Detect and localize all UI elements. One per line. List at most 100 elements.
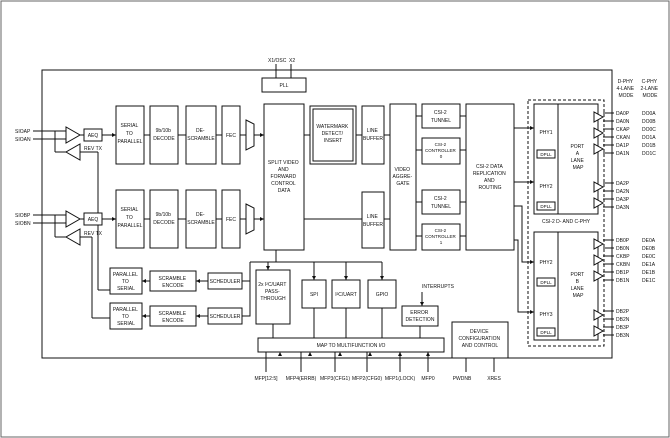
line-buffer-top-block	[361, 105, 385, 165]
phy2-bottom-arrow	[530, 260, 534, 264]
phy2-bottom-dpll-label: DPLL	[540, 280, 552, 285]
spi-label: SPI	[310, 292, 318, 298]
dphy-pin-label: DA0N	[616, 119, 630, 125]
siobp-pin-label: SIOBP	[15, 213, 31, 219]
dphy-pin-label: CKBN	[616, 262, 630, 268]
spi-arrow	[312, 276, 316, 280]
i2c-uart-arrow	[344, 276, 348, 280]
dphy-pin-label: CKAP	[616, 127, 630, 133]
csi-replication-block	[465, 103, 515, 251]
mfp-pin-label: MFP2(CFG0)	[352, 376, 382, 382]
lane-a-decode-block	[149, 105, 179, 165]
output-buffer	[593, 238, 605, 250]
output-buffer	[593, 254, 605, 266]
i2c-uart-block	[331, 279, 361, 309]
i2c-uart-label: I²C/UART	[335, 292, 357, 298]
lane-a-descramble-label: DE- SCRAMBLE	[187, 128, 215, 142]
cphy-pin-label: DO0A	[642, 111, 656, 117]
dphy-pin-label: DA0P	[616, 111, 630, 117]
mfp-pin-label: MFP[12:5]	[254, 376, 278, 382]
lane-b-rev-tx-label: REV TX	[84, 231, 103, 237]
dphy-pin-label: DB1P	[616, 270, 630, 276]
dphy-pin-label: DA1N	[616, 151, 630, 157]
output-buffer	[593, 270, 605, 282]
dphy-pin-label: DA3N	[616, 205, 630, 211]
mfp-pin-arrow	[308, 352, 312, 356]
lane-a-decode-label: 9b/10b DECODE	[153, 128, 175, 142]
phy-top-group-box	[533, 103, 599, 215]
lane-b-split-arrow	[260, 217, 264, 221]
dphy-pin-label: DB3P	[616, 325, 630, 331]
interrupts-arrow	[420, 302, 424, 306]
phy1-label: PHY1	[539, 130, 552, 136]
passthrough-label: 2x I²C/UART PASS- THROUGH	[258, 282, 288, 302]
video-aggregate-block	[389, 103, 417, 251]
gpio-arrow	[380, 276, 384, 280]
phy2-top-dpll-block	[536, 201, 556, 211]
parallel-to-serial-2-label: PARALLEL TO SERIAL	[113, 307, 139, 327]
error-detection-label: ERROR DETECTION	[406, 310, 435, 323]
cphy-pin-label: DO1C	[642, 151, 656, 157]
split-video-label: SPLIT VIDEO AND FORWARD CONTROL DATA	[268, 160, 300, 194]
mfp-pin-arrow	[368, 352, 372, 356]
mfp-pin-arrow	[278, 352, 282, 356]
routing-to-phy2-bottom	[514, 205, 534, 263]
lane-b-aeq-label: AEQ	[88, 217, 99, 223]
cphy-pin-label: DE1B	[642, 270, 656, 276]
csi-replication-label: CSI-2 DATA REPLICATION AND ROUTING	[473, 164, 507, 191]
dphy-pin-label: DA3P	[616, 197, 630, 203]
csi-tunnel-top-label: CSI-2 TUNNEL	[431, 110, 451, 124]
pll-label: PLL	[280, 83, 289, 89]
lane-a-descramble-block	[185, 105, 217, 165]
gpio-label: GPIO	[376, 292, 389, 298]
lane-a-fec-label: FEC	[226, 133, 236, 139]
scramble-encode-1-label: SCRAMBLE ENCODE	[159, 276, 188, 289]
cphy-mode-header: C-PHY 2-LANE MODE	[641, 79, 660, 99]
phy1-dpll-block	[536, 149, 556, 159]
lane-b-decode-block	[149, 189, 179, 249]
cphy-pin-label: DE0A	[642, 238, 656, 244]
mfp-pin-arrow	[338, 352, 342, 356]
x2-pin-label: X2	[289, 58, 295, 64]
phy2-top-arrow	[530, 180, 534, 184]
lane-b-mux	[245, 203, 255, 235]
cphy-pin-label: DO1A	[642, 135, 656, 141]
dphy-pin-label: CKAN	[616, 135, 630, 141]
error-detection-block	[401, 305, 439, 327]
dphy-pin-label: DA2P	[616, 181, 630, 187]
cphy-pin-label: DE1C	[642, 278, 656, 284]
parallel-to-serial-2-block	[109, 302, 143, 330]
cphy-pin-label: DE1A	[642, 262, 656, 268]
cphy-pin-label: DO1B	[642, 143, 656, 149]
lane-b-s2p-label: SERIAL TO PARALLEL	[118, 207, 143, 229]
dphy-pin-label: DB1N	[616, 278, 630, 284]
line-buffer-top-label: LINE BUFFER	[363, 128, 383, 142]
lane-a-tx-buffer	[64, 143, 81, 161]
pwdnb-pin-label: PWDNB	[453, 376, 472, 382]
scramble-2-arrow	[196, 314, 200, 318]
lane-a-rev-tx-label: REV TX	[84, 146, 103, 152]
lane-a-aeq-label: AEQ	[88, 133, 99, 139]
sioap-pin-label: SIOAP	[15, 129, 31, 135]
csi-tunnel-bottom-block	[421, 189, 461, 215]
scheduler-2-label: SCHEDULER	[210, 314, 241, 320]
bus-to-scheduler-1	[242, 262, 251, 282]
port-a-lane-map-label: PORT A LANE MAP	[570, 144, 585, 171]
lane-a-arrow	[112, 133, 116, 137]
dphy-pin-label: DB3N	[616, 333, 630, 339]
phy2-top-dpll-label: DPLL	[540, 204, 552, 209]
csi-dphy-cphy-label: CSI-2 D- AND C-PHY	[542, 219, 591, 225]
routing-to-phy3	[514, 239, 534, 313]
siobn-pin-label: SIOBN	[15, 221, 31, 227]
output-buffer	[593, 127, 605, 139]
watermark-block	[309, 105, 357, 165]
ptsl-2-arrow	[142, 314, 146, 318]
watermark-inner-block	[312, 108, 354, 162]
csi-tunnel-bottom-label: CSI-2 TUNNEL	[431, 196, 451, 210]
csi-controller-0-label: CSI-2 CONTROLLER 0	[425, 142, 457, 159]
output-buffer	[593, 325, 605, 337]
dphy-pin-label: DA2N	[616, 189, 630, 195]
pll-block	[261, 77, 307, 93]
line-buffer-bottom-label: LINE BUFFER	[363, 214, 383, 228]
